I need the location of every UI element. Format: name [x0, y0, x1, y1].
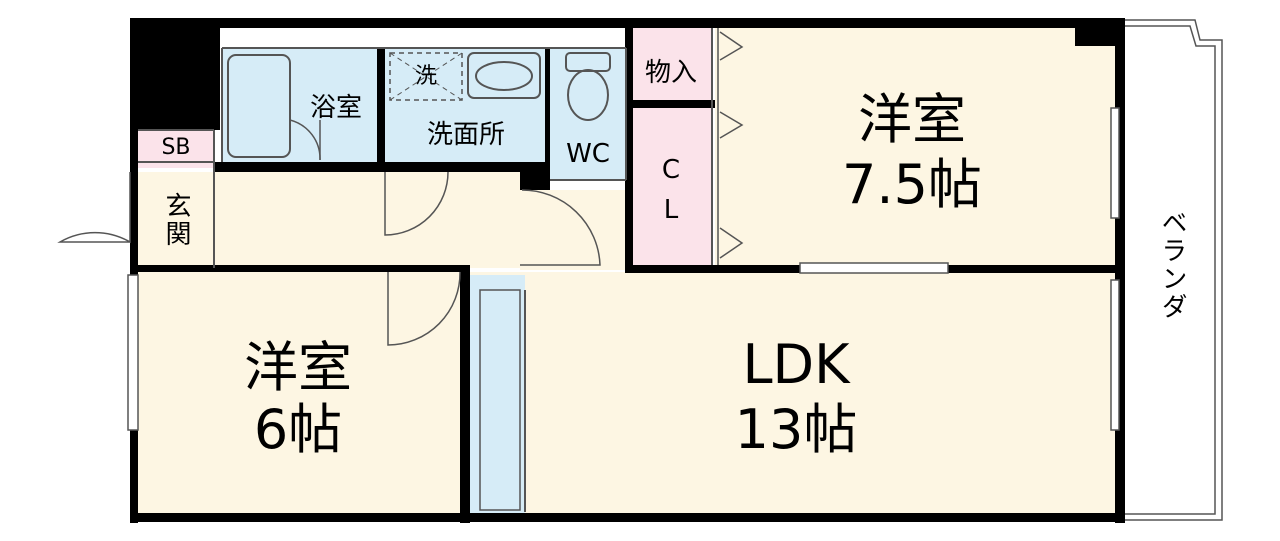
entrance-label: 玄関: [161, 192, 191, 248]
windows: [127, 107, 1120, 431]
door-swings: [57, 119, 601, 346]
toilet-fixture: [565, 52, 611, 121]
kitchen-sink: [479, 289, 521, 511]
partitions: [138, 28, 713, 512]
shoebox-label: SB: [161, 135, 191, 160]
western-room-small-name: 洋室: [244, 336, 352, 399]
ldk-name: LDK: [742, 333, 850, 396]
washroom-label: 洗面所: [426, 120, 506, 150]
western-room-large-name: 洋室: [858, 88, 966, 151]
closet-label-l: L: [663, 195, 679, 225]
room-western-small-floor: [138, 272, 463, 514]
bathtub: [227, 54, 291, 158]
hallway-floor-2: [520, 190, 630, 270]
balcony-label: ベランダ: [1157, 209, 1187, 321]
washer-label: 洗: [414, 64, 438, 89]
room-western-large-floor: [715, 28, 1115, 268]
closet-door-marks: [717, 28, 744, 265]
sink: [467, 52, 541, 99]
toilet-label: WC: [566, 139, 610, 169]
bathroom-floor: [222, 48, 377, 162]
western-room-large-size: 7.5帖: [842, 153, 982, 216]
room-ldk-floor: [470, 272, 1115, 514]
storage-floor: [632, 28, 712, 100]
ldk-size: 13帖: [734, 398, 858, 461]
closet-floor: [632, 108, 712, 268]
hallway-floor: [215, 172, 520, 268]
entrance-floor: [138, 172, 215, 268]
washroom-floor: [385, 48, 545, 162]
balcony-outline: [1125, 19, 1223, 521]
western-room-small-size: 6帖: [253, 398, 343, 461]
storage-label: 物入: [644, 58, 698, 88]
closet-label-c: C: [661, 155, 681, 185]
kitchen-counter: [470, 275, 525, 513]
bathroom-label: 浴室: [309, 93, 363, 123]
washer-spot: [389, 52, 463, 101]
